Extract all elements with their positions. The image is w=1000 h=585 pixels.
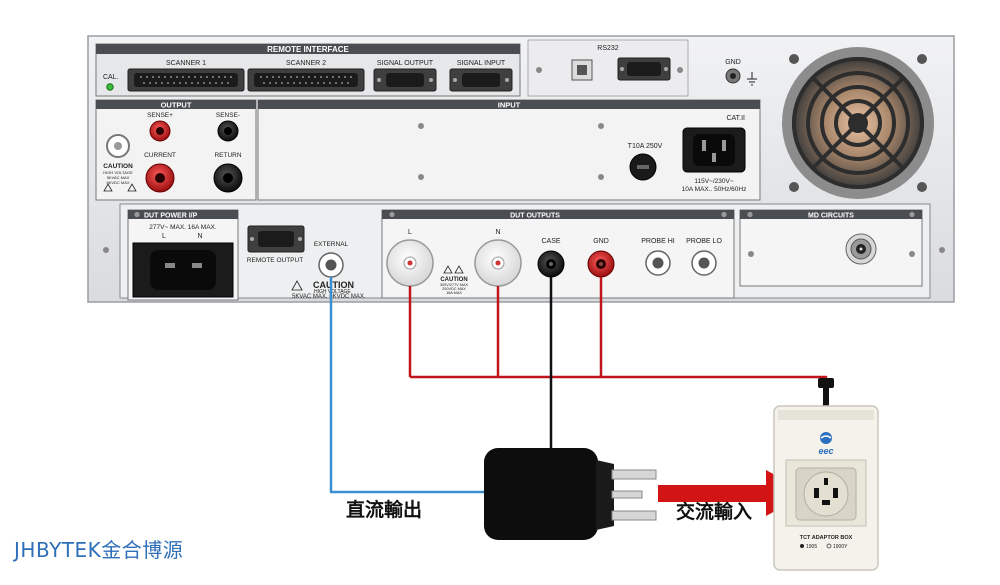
screw-icon [748, 251, 754, 257]
universal-socket[interactable] [785, 459, 867, 527]
option-1900y-label: 1900Y [833, 544, 848, 550]
dut-n-label: N [495, 229, 500, 236]
mains-inlet[interactable] [682, 127, 746, 173]
option-1905-radio[interactable] [800, 544, 804, 548]
external-caution-label: CAUTION [313, 280, 354, 290]
warning-triangle-icon [443, 265, 464, 274]
screw-icon [418, 123, 424, 129]
input-block [257, 99, 761, 201]
signal-output-port[interactable] [373, 68, 437, 92]
dut-outputs-title: DUT OUTPUTS [510, 213, 560, 220]
scanner1-port[interactable] [127, 68, 245, 92]
watermark-text: JHBYTEK金合博源 [14, 538, 184, 562]
option-1905-label: 1905 [806, 544, 817, 550]
return-label: RETURN [214, 152, 241, 159]
external-caution-sub1: HIGH VOLTAGE [314, 289, 351, 295]
dut-power-l-label: L [162, 233, 166, 240]
eec-logo-icon [820, 432, 832, 444]
signal-output-label: SIGNAL OUTPUT [377, 60, 434, 67]
ac-input-label: 交流輸入 [676, 500, 752, 523]
screw-icon [598, 123, 604, 129]
dc-output-label: 直流輸出 [346, 498, 422, 521]
plug-pin-middle [611, 490, 643, 499]
power-adapter [484, 448, 657, 540]
scanner1-label: SCANNER 1 [166, 60, 206, 67]
external-caution-sub2: 5KVAC MAX. 6KVDC MAX. [292, 294, 366, 300]
dut-l-terminal[interactable] [386, 239, 434, 287]
md-bnc-connector[interactable] [845, 233, 877, 265]
remote-interface-title: REMOTE INTERFACE [267, 45, 349, 54]
output-title: OUTPUT [161, 101, 192, 110]
mains-rating-line1: 115V~/230V~ [694, 178, 733, 185]
red-wire-bus [410, 375, 828, 382]
dut-n-terminal[interactable] [474, 239, 522, 287]
scanner2-label: SCANNER 2 [286, 60, 326, 67]
dut-gnd-terminal[interactable] [587, 250, 615, 278]
probe-lo-terminal[interactable] [691, 250, 717, 276]
sense-plus-label: SENSE+ [147, 112, 173, 119]
screw-icon [418, 174, 424, 180]
instrument-rear-panel: REMOTE INTERFACE CAL. SCANNER 1 SCANNER … [87, 35, 955, 303]
remote-output-label: REMOTE OUTPUT [247, 257, 303, 264]
tct-adaptor-box: eec TCT ADAPTOR BOX 1905 1900Y [773, 405, 879, 571]
rs232-port[interactable] [617, 57, 671, 81]
plug-pin-top [611, 469, 657, 480]
dut-power-inlet[interactable] [132, 242, 234, 298]
dut-l-label: L [408, 229, 412, 236]
gnd-label: GND [725, 59, 741, 66]
dut-gnd-label: GND [593, 238, 609, 245]
screw-icon [536, 67, 542, 73]
screw-icon [103, 247, 109, 253]
option-1900y-radio[interactable] [826, 543, 832, 549]
plug-pin-bottom [611, 510, 657, 521]
probe-lo-label: PROBE LO [686, 238, 722, 245]
mains-rating-line2: 10A MAX.. 50Hz/60Hz [682, 186, 747, 193]
md-circuits-block [739, 209, 923, 287]
dut-power-title: DUT POWER I/P [144, 213, 198, 220]
signal-input-label: SIGNAL INPUT [457, 60, 506, 67]
screw-icon [677, 67, 683, 73]
adaptor-brand: eec [818, 446, 833, 456]
output-caution-sub2: 5KVAC MAX [107, 175, 130, 180]
warning-triangle-icon [291, 280, 303, 291]
dut-caution-sub3: 16A MAX [446, 291, 462, 295]
md-circuits-title: MD CIRCUITS [808, 213, 854, 220]
blue-wire-external [329, 277, 486, 494]
cal-label: CAL. [103, 74, 119, 81]
rs232-label: RS232 [597, 45, 619, 52]
dut-caution-sub2: 200VDC MAX [442, 287, 466, 291]
signal-input-port[interactable] [449, 68, 513, 92]
ground-symbol-icon [747, 72, 757, 86]
probe-hi-label: PROBE HI [641, 238, 675, 245]
current-label: CURRENT [144, 152, 176, 159]
usb-port[interactable] [571, 59, 593, 81]
scanner2-port[interactable] [247, 68, 365, 92]
screw-icon [909, 251, 915, 257]
cat-label: CAT.II [726, 115, 745, 122]
output-caution-label: CAUTION [103, 163, 133, 170]
dut-power-n-label: N [197, 233, 202, 240]
screw-icon [598, 174, 604, 180]
warning-triangle-icon [103, 183, 137, 192]
dut-caution-label: CAUTION [440, 277, 467, 283]
output-caution-sub3: 6KVDC MAX [106, 180, 129, 185]
external-label: EXTERNAL [314, 241, 349, 248]
dut-power-rating: 277V~ MAX. 16A MAX. [149, 224, 217, 231]
case-label: CASE [541, 238, 560, 245]
sense-minus-label: SENSE- [216, 112, 240, 119]
probe-hi-terminal[interactable] [645, 250, 671, 276]
case-terminal[interactable] [537, 250, 565, 278]
output-caution-sub1: HIGH VOLTAGE [103, 170, 133, 175]
cal-led-icon [106, 83, 114, 91]
input-title: INPUT [498, 101, 521, 110]
adaptor-box-label: TCT ADAPTOR BOX [800, 535, 853, 541]
screw-icon [939, 247, 945, 253]
remote-output-port[interactable] [247, 225, 305, 253]
fuse-label: T10A 250V [628, 143, 663, 150]
cord-strain-relief [818, 378, 834, 388]
cooling-fan [782, 47, 934, 199]
dut-caution-sub1: 300V/277V MAX [440, 283, 469, 287]
